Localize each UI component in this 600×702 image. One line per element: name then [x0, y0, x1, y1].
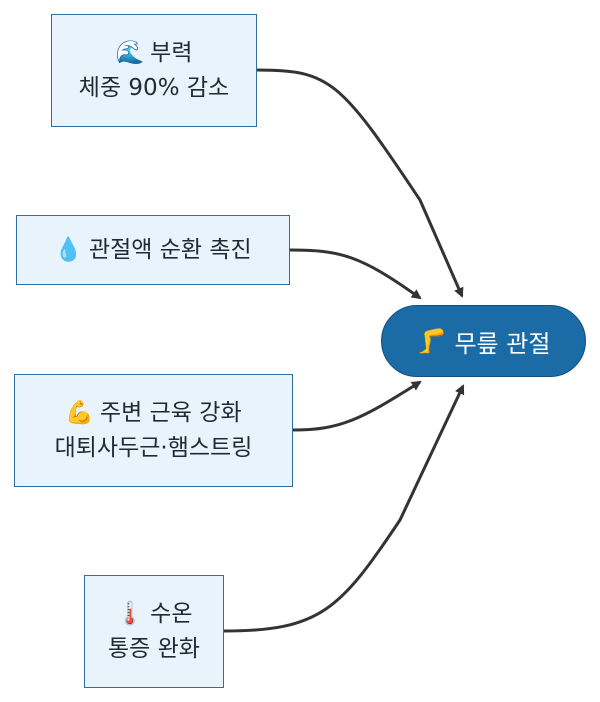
node-knee-joint: 🦵무릎 관절 [381, 305, 586, 377]
edge-synovial-to-knee [289, 248, 422, 300]
node-synovial-title: 관절액 순환 촉진 [88, 236, 252, 263]
node-muscle-title: 주변 근육 강화 [100, 400, 242, 427]
node-knee-joint-label: 무릎 관절 [454, 329, 551, 358]
node-synovial-title-line: 💧관절액 순환 촉진 [54, 233, 251, 267]
node-water-temp-title-line: 🌡️수온 [116, 597, 193, 631]
wave-icon: 🌊 [115, 40, 145, 67]
node-water-temperature: 🌡️수온 통증 완화 [84, 575, 224, 688]
node-muscle-title-line: 💪주변 근육 강화 [65, 396, 241, 430]
edge-water-temp-to-knee [223, 384, 465, 633]
flexed-biceps-icon: 💪 [65, 400, 95, 427]
node-buoyancy-title-line: 🌊부력 [116, 36, 193, 70]
droplet-icon: 💧 [54, 236, 83, 263]
thermometer-icon: 🌡️ [115, 601, 145, 628]
node-buoyancy-title: 부력 [150, 40, 193, 67]
leg-icon: 🦵 [416, 327, 447, 355]
node-water-temp-title: 수온 [150, 601, 193, 628]
node-muscle-subtitle: 대퇴사두근·햄스트링 [54, 434, 253, 461]
node-synovial-circulation: 💧관절액 순환 촉진 [16, 215, 290, 285]
edge-buoyancy-to-knee [256, 68, 464, 298]
node-buoyancy-subtitle: 체중 90% 감소 [78, 74, 230, 101]
node-muscle-strengthening: 💪주변 근육 강화 대퇴사두근·햄스트링 [14, 374, 293, 487]
edge-muscle-to-knee [292, 380, 422, 432]
node-water-temp-subtitle: 통증 완화 [108, 635, 200, 662]
node-buoyancy: 🌊부력 체중 90% 감소 [51, 14, 257, 127]
